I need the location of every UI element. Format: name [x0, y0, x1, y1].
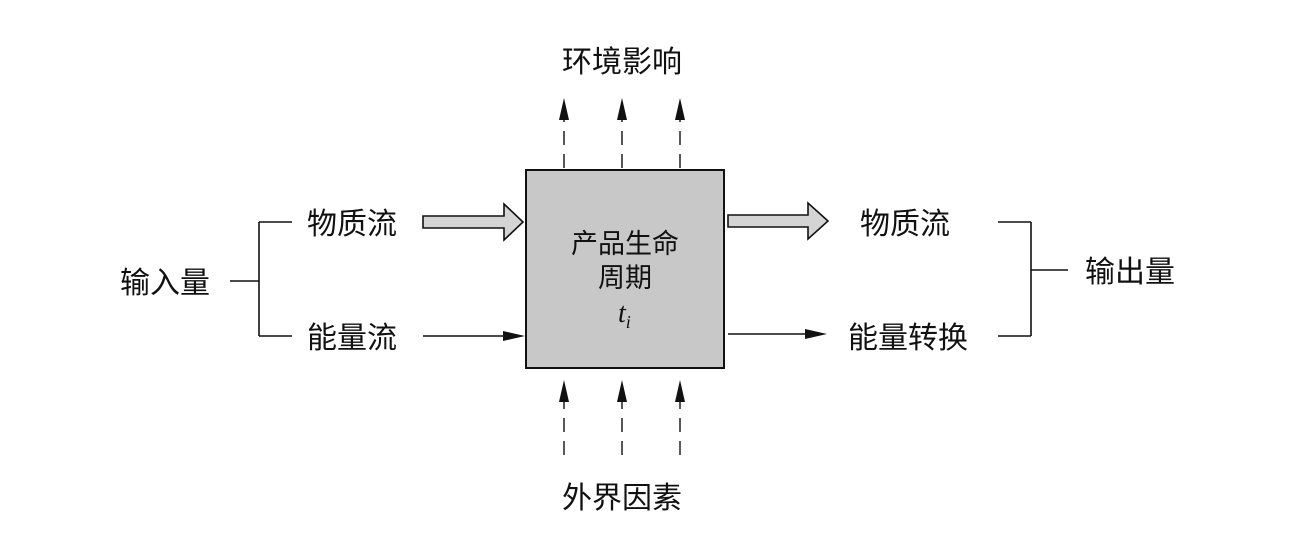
- output-bracket: [998, 221, 1068, 337]
- output-energy-conversion-label: 能量转换: [848, 321, 968, 356]
- input-bracket: [230, 221, 292, 337]
- bottom-arrow-right: [675, 380, 685, 455]
- top-label-environmental-impact: 环境影响: [562, 45, 682, 80]
- time-subscript: i: [626, 312, 631, 332]
- input-material-flow-label: 物质流: [307, 207, 397, 242]
- input-energy-flow-arrow: [423, 331, 525, 341]
- output-energy-arrow: [728, 329, 827, 339]
- input-material-flow-arrow: [422, 202, 525, 242]
- top-arrows: [559, 98, 685, 168]
- bottom-arrow-center: [617, 380, 627, 455]
- bottom-label-external-factors: 外界因素: [562, 481, 682, 516]
- top-arrow-right: [675, 98, 685, 168]
- top-arrow-left: [559, 98, 569, 168]
- input-energy-flow-label: 能量流: [307, 321, 397, 356]
- output-material-flow-arrow: [727, 201, 830, 241]
- output-material-flow-label: 物质流: [860, 207, 950, 242]
- input-group-label: 输入量: [120, 266, 210, 301]
- product-life-cycle-box: [525, 169, 725, 369]
- output-group-label: 输出量: [1085, 255, 1175, 290]
- time-variable: ti: [618, 298, 631, 332]
- bottom-arrow-left: [559, 380, 569, 455]
- box-title-line1: 产品生命: [571, 229, 679, 260]
- box-title-line2: 周期: [598, 263, 652, 294]
- top-arrow-center: [617, 98, 627, 168]
- bottom-arrows: [559, 380, 685, 455]
